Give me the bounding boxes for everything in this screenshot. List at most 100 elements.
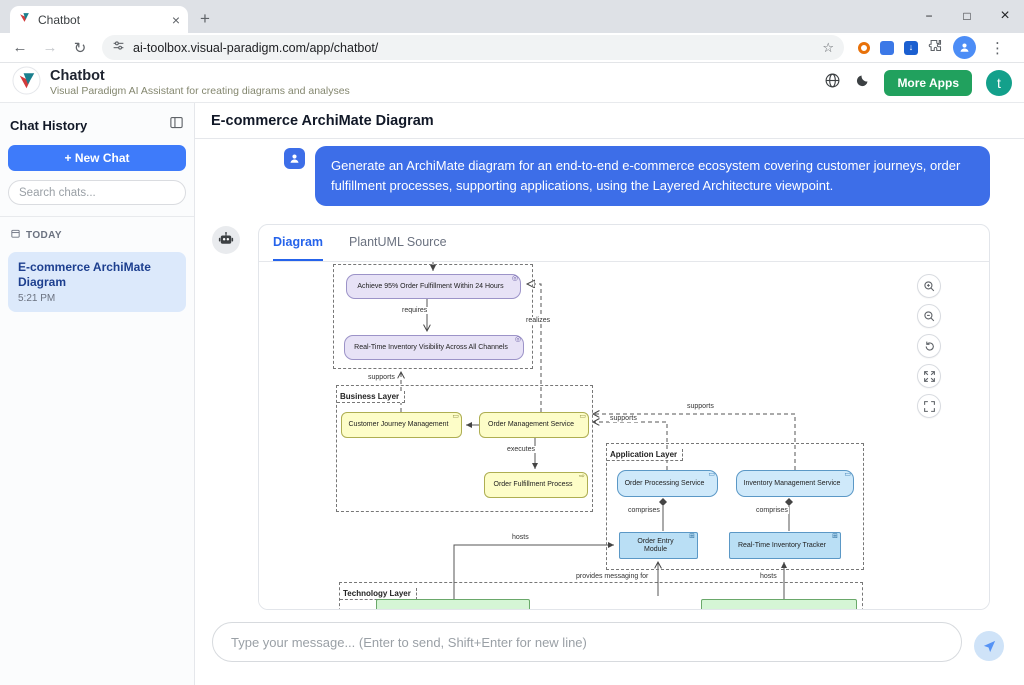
application-layer-group: Application Layer bbox=[606, 443, 864, 571]
account-avatar[interactable]: t bbox=[986, 69, 1012, 96]
extension-orange-icon[interactable] bbox=[858, 41, 870, 54]
extension-download-icon[interactable]: ↓ bbox=[904, 40, 918, 55]
goal-node: Real-Time Inventory Visibility Across Al… bbox=[344, 335, 524, 361]
tab-title: Chatbot bbox=[38, 12, 81, 27]
url-text[interactable]: ai-toolbox.visual-paradigm.com/app/chatb… bbox=[133, 40, 379, 55]
browser-tabstrip: Chatbot × + − □ × bbox=[0, 0, 1024, 33]
user-avatar-icon bbox=[284, 148, 305, 169]
component-icon: ⊞ bbox=[832, 533, 838, 541]
edge-label: realizes bbox=[525, 317, 552, 325]
service-icon: ▭ bbox=[452, 413, 459, 421]
chat-history-item[interactable]: E-commerce ArchiMate Diagram 5:21 PM bbox=[8, 252, 186, 312]
browser-tab[interactable]: Chatbot × bbox=[10, 6, 188, 33]
motivation-group bbox=[333, 264, 533, 370]
chat-item-title: E-commerce ArchiMate Diagram bbox=[18, 260, 151, 289]
minimize-icon[interactable]: − bbox=[925, 9, 933, 23]
reload-icon[interactable]: ↻ bbox=[73, 39, 87, 57]
reset-view-button[interactable] bbox=[917, 334, 941, 359]
technology-node bbox=[376, 599, 530, 610]
bot-robot-icon bbox=[212, 226, 240, 255]
diagram-canvas[interactable]: Business Layer Application Layer Technol… bbox=[259, 262, 989, 610]
zoom-out-button[interactable] bbox=[917, 304, 941, 329]
service-icon: ▭ bbox=[844, 471, 851, 479]
bookmark-star-icon[interactable]: ☆ bbox=[822, 39, 834, 55]
new-chat-button[interactable]: + New Chat bbox=[8, 145, 186, 171]
browser-toolbar: ← → ↻ ai-toolbox.visual-paradigm.com/app… bbox=[0, 33, 1024, 63]
profile-avatar[interactable] bbox=[953, 36, 976, 59]
application-node: Inventory Management Service▭ bbox=[736, 470, 854, 498]
close-window-icon[interactable]: × bbox=[1000, 7, 1010, 24]
edge-label: supports bbox=[367, 374, 396, 382]
edge-label: hosts bbox=[511, 534, 530, 542]
goal-icon: ◎ bbox=[514, 336, 521, 344]
new-tab-icon[interactable]: + bbox=[200, 9, 210, 28]
message-composer bbox=[195, 613, 1024, 685]
edge-label: requires bbox=[401, 307, 429, 315]
business-node: Order Fulfillment Process⇨ bbox=[484, 472, 588, 499]
application-component-node: Real-Time Inventory Tracker⊞ bbox=[729, 532, 841, 560]
edge-label: comprises bbox=[627, 507, 661, 515]
message-input[interactable] bbox=[212, 622, 962, 662]
page-title: E-commerce ArchiMate Diagram bbox=[211, 112, 434, 129]
edge-label: supports bbox=[686, 403, 715, 411]
chat-messages-area[interactable]: Generate an ArchiMate diagram for an end… bbox=[195, 139, 1024, 613]
extension-blue-icon[interactable] bbox=[880, 40, 894, 55]
application-layer-label: Application Layer bbox=[607, 449, 684, 462]
goal-icon: ◎ bbox=[511, 275, 518, 283]
app-title: Chatbot bbox=[50, 67, 105, 84]
process-icon: ⇨ bbox=[579, 473, 585, 481]
business-layer-group: Business Layer bbox=[336, 385, 593, 513]
sidebar-title: Chat History bbox=[10, 117, 88, 133]
tab-favicon bbox=[18, 11, 31, 29]
service-icon: ▭ bbox=[579, 413, 586, 421]
chat-item-time: 5:21 PM bbox=[18, 293, 56, 304]
dark-mode-moon-icon[interactable] bbox=[855, 73, 870, 93]
chat-main: E-commerce ArchiMate Diagram Generate an… bbox=[195, 103, 1024, 685]
component-icon: ⊞ bbox=[689, 533, 695, 541]
tab-close-icon[interactable]: × bbox=[171, 11, 180, 28]
browser-menu-icon[interactable]: ⋮ bbox=[990, 39, 1005, 57]
send-plane-icon bbox=[983, 640, 995, 652]
business-layer-label: Business Layer bbox=[337, 391, 406, 404]
canvas-controls bbox=[917, 274, 941, 419]
edge-label: executes bbox=[506, 446, 537, 454]
zoom-in-button[interactable] bbox=[917, 274, 941, 299]
search-chats-input[interactable] bbox=[19, 186, 175, 199]
today-section-label: TODAY bbox=[26, 229, 62, 241]
app-titles: Chatbot Visual Paradigm AI Assistant for… bbox=[50, 68, 350, 97]
application-node: Order Processing Service▭ bbox=[617, 470, 718, 498]
extensions-puzzle-icon[interactable] bbox=[928, 38, 943, 58]
back-icon[interactable]: ← bbox=[12, 39, 28, 56]
fullscreen-button[interactable] bbox=[917, 394, 941, 419]
forward-icon: → bbox=[42, 39, 58, 56]
sidebar-divider bbox=[0, 216, 194, 217]
fit-to-screen-button[interactable] bbox=[917, 364, 941, 389]
diagram-card: Diagram PlantUML Source bbox=[258, 224, 990, 611]
edge-label: comprises bbox=[755, 507, 789, 515]
maximize-icon[interactable]: □ bbox=[963, 9, 971, 23]
business-node: Order Management Service▭ bbox=[479, 412, 589, 439]
edge-label: supports bbox=[609, 415, 638, 423]
extensions-row: ↓ ⋮ bbox=[854, 36, 1013, 59]
edge-label: provides messaging for bbox=[575, 573, 650, 581]
collapse-sidebar-icon[interactable] bbox=[169, 115, 184, 135]
technology-node bbox=[701, 599, 857, 610]
tab-diagram[interactable]: Diagram bbox=[273, 225, 324, 262]
search-chats-box[interactable] bbox=[8, 180, 186, 205]
tab-plantuml-source[interactable]: PlantUML Source bbox=[349, 235, 447, 250]
address-bar[interactable]: ai-toolbox.visual-paradigm.com/app/chatb… bbox=[102, 35, 844, 60]
service-icon: ▭ bbox=[708, 471, 715, 479]
business-node: Customer Journey Management▭ bbox=[341, 412, 462, 439]
language-globe-icon[interactable] bbox=[824, 72, 841, 94]
window-controls: − □ × bbox=[910, 0, 1024, 32]
site-info-icon[interactable] bbox=[112, 39, 125, 57]
bot-message-row: Diagram PlantUML Source bbox=[212, 224, 990, 611]
chat-history-sidebar: Chat History + New Chat TODAY E-commerce… bbox=[0, 103, 195, 685]
more-apps-button[interactable]: More Apps bbox=[884, 69, 972, 96]
visual-paradigm-logo bbox=[12, 65, 41, 100]
application-component-node: Order Entry Module⊞ bbox=[619, 532, 698, 560]
diagram-tabbar: Diagram PlantUML Source bbox=[259, 225, 989, 263]
edge-label: hosts bbox=[759, 573, 778, 581]
send-button[interactable] bbox=[974, 631, 1004, 661]
